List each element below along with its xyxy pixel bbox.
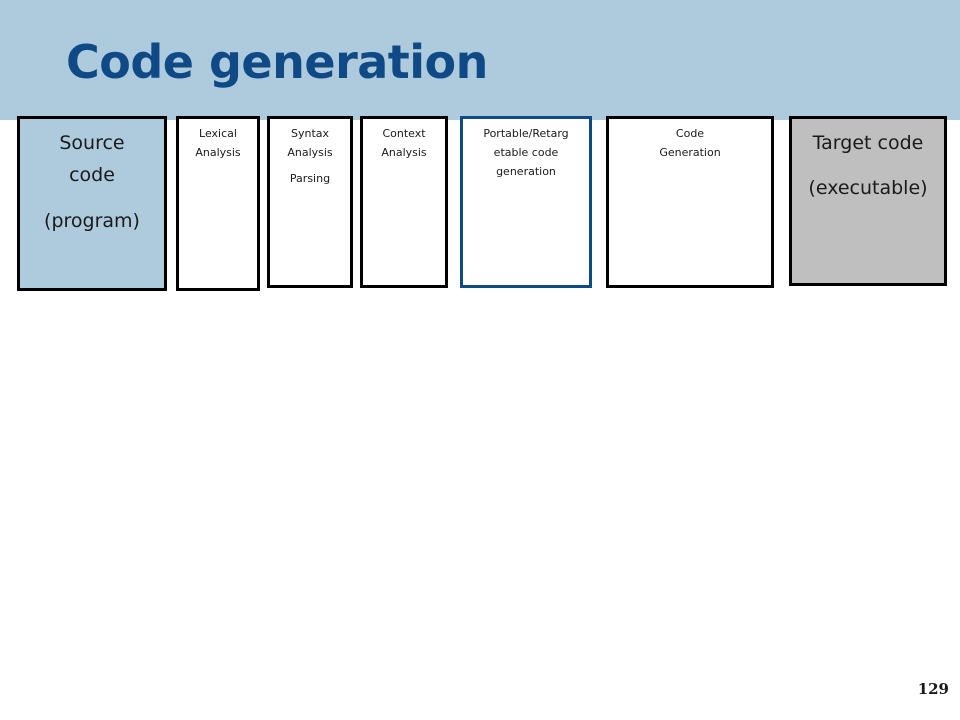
stage-syntax-analysis: Syntax Analysis Parsing bbox=[267, 116, 353, 288]
stage-code-generation: Code Generation bbox=[606, 116, 774, 288]
stage-lexical-analysis-line-1: Lexical bbox=[199, 127, 237, 140]
stage-syntax-analysis-line-3: Parsing bbox=[289, 172, 331, 185]
slide-title: Code generation bbox=[66, 35, 488, 89]
stage-syntax-analysis-line-2: Analysis bbox=[287, 146, 333, 159]
stage-syntax-analysis-line-1: Syntax bbox=[290, 127, 330, 140]
stage-target-code-line-2: (executable) bbox=[808, 177, 928, 199]
stage-portable-code-generation-line-3: generation bbox=[496, 165, 556, 178]
title-band bbox=[0, 0, 960, 120]
stage-portable-code-generation-line-2: etable code bbox=[493, 146, 559, 159]
page-number: 129 bbox=[917, 680, 949, 698]
stage-lexical-analysis-line-2: Analysis bbox=[195, 146, 241, 159]
stage-source-code-line-3: (program) bbox=[44, 210, 140, 232]
stage-context-analysis: Context Analysis bbox=[360, 116, 448, 288]
stage-context-analysis-line-1: Context bbox=[382, 127, 426, 140]
stage-target-code: Target code (executable) bbox=[789, 116, 947, 286]
stage-portable-code-generation: Portable/Retarg etable code generation bbox=[460, 116, 592, 288]
stage-source-code-line-2: code bbox=[69, 164, 115, 186]
stage-context-analysis-line-2: Analysis bbox=[381, 146, 427, 159]
stage-source-code-line-1: Source bbox=[59, 132, 125, 154]
stage-lexical-analysis: Lexical Analysis bbox=[176, 116, 260, 291]
stage-source-code: Source code (program) bbox=[17, 116, 167, 291]
stage-target-code-line-1: Target code bbox=[812, 132, 924, 154]
stage-code-generation-line-2: Generation bbox=[659, 146, 721, 159]
stage-portable-code-generation-line-1: Portable/Retarg bbox=[483, 127, 569, 140]
stage-code-generation-line-1: Code bbox=[675, 127, 705, 140]
